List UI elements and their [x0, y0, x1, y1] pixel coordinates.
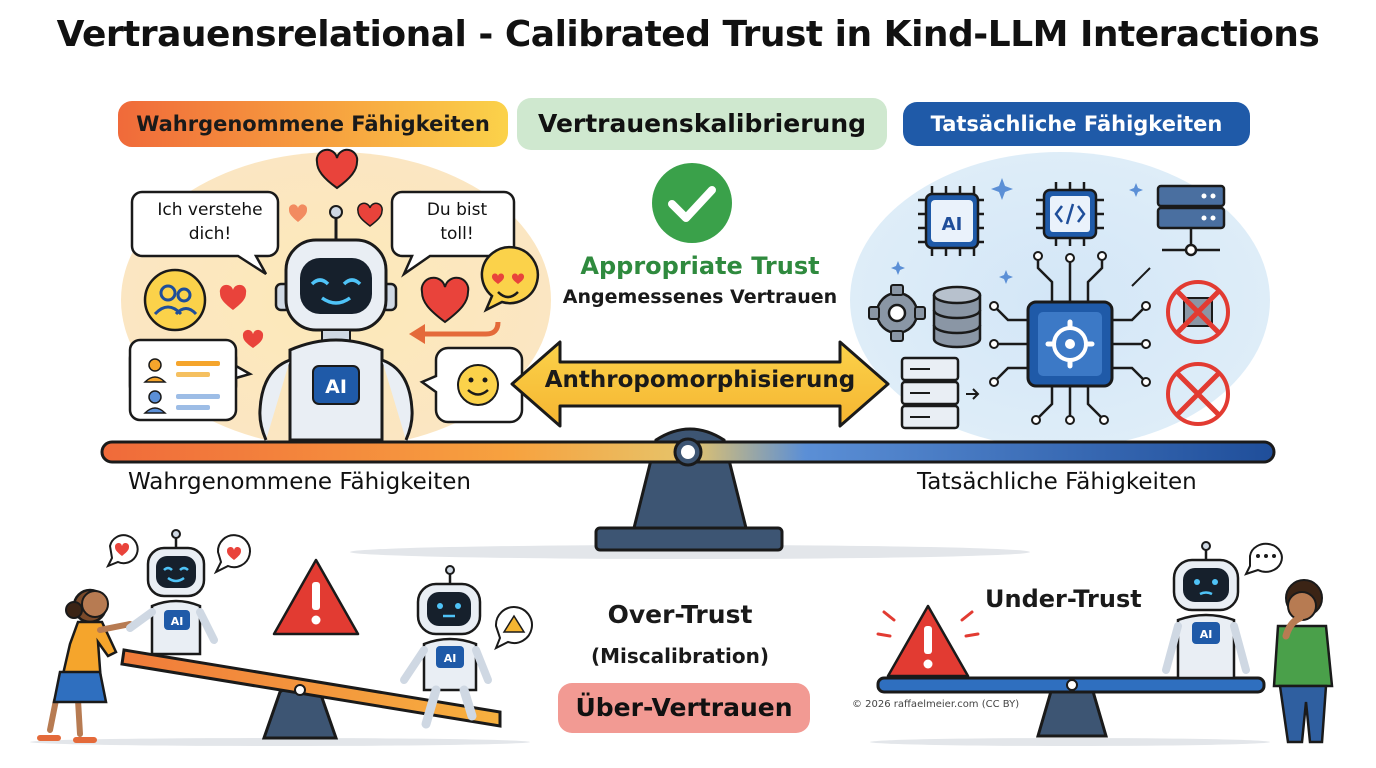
speech-bubble-left — [130, 190, 280, 276]
header-pill-actual: Tatsächliche Fähigkeiten — [903, 102, 1250, 146]
anthropomorphization-arrow — [510, 340, 890, 428]
check-icon — [652, 163, 732, 243]
speech-bubble-right — [390, 190, 516, 278]
red-arrow-icon — [409, 321, 501, 344]
heart-icon — [288, 204, 308, 222]
speech-bubble-right-text: Du bist toll! — [398, 198, 516, 246]
gear-icon — [868, 284, 926, 342]
cross-icon — [1166, 362, 1230, 426]
server-icon — [900, 356, 980, 430]
profile-list-icon — [128, 338, 254, 422]
under-trust-label: Under-Trust — [985, 585, 1142, 613]
seesaw-icon — [30, 648, 530, 746]
robot-icon: AI — [126, 529, 218, 656]
heart-bubble-icon — [213, 534, 251, 575]
gear-chip-icon — [989, 251, 1151, 425]
chip-label: AI — [1200, 628, 1213, 641]
warning-icon — [272, 558, 360, 636]
child-icon — [37, 588, 133, 743]
warning-bubble-icon — [494, 606, 533, 651]
scale-label-actual: Tatsächliche Fähigkeiten — [917, 469, 1197, 495]
speech-line: Du bist — [426, 200, 488, 220]
robot-icon: AI — [400, 565, 492, 729]
sparkle-icon — [891, 178, 1143, 284]
heart-bubble-icon — [105, 534, 139, 568]
miscalibration-label: (Miscalibration) — [590, 644, 770, 668]
chip-label: AI — [325, 376, 347, 398]
appropriate-trust-subtitle: Angemessenes Vertrauen — [562, 286, 838, 308]
page-title: Vertrauensrelational - Calibrated Trust … — [56, 14, 1320, 55]
database-icon — [932, 285, 982, 349]
heart-icon — [219, 284, 247, 310]
cross-icon — [1166, 280, 1230, 344]
speech-line: toll! — [440, 224, 474, 244]
chip-label: AI — [444, 652, 457, 665]
heart-icon — [420, 276, 470, 324]
users-icon — [143, 268, 207, 332]
ellipsis-bubble-icon — [1244, 542, 1283, 576]
balance-scale — [100, 427, 1276, 559]
smiley-icon — [419, 346, 524, 424]
heart-eyes-emoji-icon — [480, 245, 540, 313]
appropriate-trust-title: Appropriate Trust — [580, 252, 820, 280]
robot-icon: AI — [1162, 541, 1250, 680]
thinking-person-icon — [1272, 579, 1334, 744]
ueber-vertrauen-pill: Über-Vertrauen — [558, 683, 810, 733]
speech-bubble-left-text: Ich verstehe dich! — [140, 198, 280, 246]
scale-label-perceived: Wahrgenommene Fähigkeiten — [128, 469, 471, 495]
over-trust-label: Over-Trust — [607, 600, 753, 629]
header-pill-calibration: Vertrauenskalibrierung — [517, 98, 887, 150]
heart-icon — [242, 329, 264, 348]
chip-label: AI — [171, 615, 184, 628]
robot-icon: AI — [258, 205, 414, 442]
server-icon — [1156, 184, 1226, 257]
anthropomorphization-label: Anthropomorphisierung — [544, 367, 856, 393]
header-pill-perceived: Wahrgenommene Fähigkeiten — [118, 101, 508, 147]
credit-line: © 2026 raffaelmeier.com (CC BY) — [852, 699, 1020, 710]
heart-icon — [357, 202, 383, 227]
seesaw-icon — [870, 676, 1270, 746]
chip-icon: AI — [918, 186, 984, 256]
warning-icon — [876, 604, 980, 678]
chip-label: AI — [942, 214, 963, 235]
speech-line: Ich verstehe — [157, 200, 263, 220]
heart-icon — [315, 148, 359, 190]
divider-slash — [1131, 267, 1151, 287]
speech-line: dich! — [188, 224, 232, 244]
code-chip-icon — [1036, 182, 1104, 246]
